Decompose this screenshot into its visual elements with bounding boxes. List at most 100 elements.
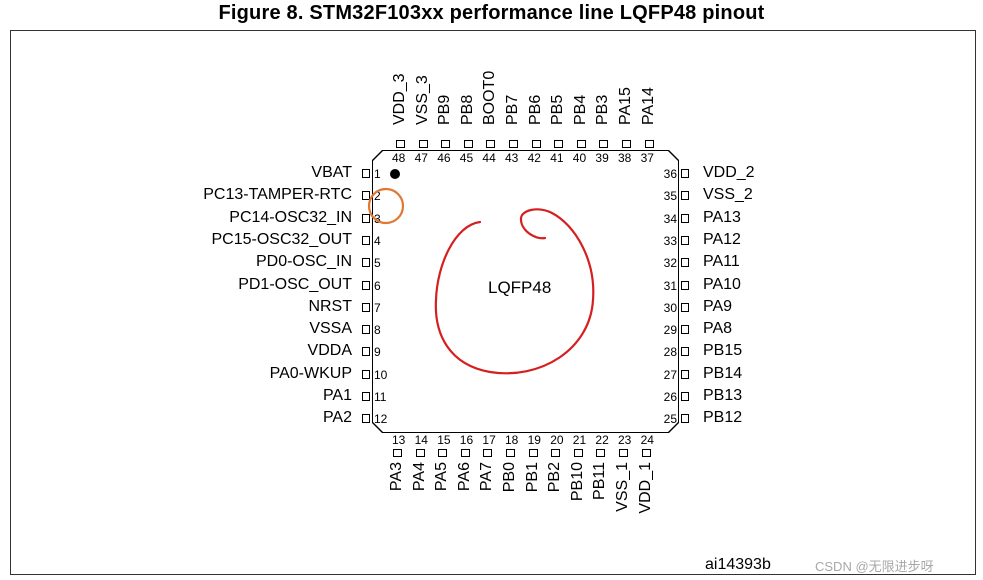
pin-pad xyxy=(362,302,370,312)
pin-number: 19 xyxy=(527,433,541,447)
pin-pad xyxy=(531,140,541,148)
pin-pad xyxy=(415,449,425,457)
pin-pad xyxy=(362,169,370,178)
pin-name: PA11 xyxy=(703,253,740,271)
pin-pad xyxy=(460,449,470,457)
pin-pad xyxy=(681,191,689,201)
pin-number: 17 xyxy=(482,433,496,447)
pin-pad xyxy=(681,414,689,424)
pin-number: 35 xyxy=(663,189,677,204)
pin-name: PD0-OSC_IN xyxy=(255,253,352,271)
pin-name: VDD_2 xyxy=(703,164,755,181)
pin-pad xyxy=(551,449,561,457)
pin-name: VDDA xyxy=(307,342,352,360)
pin-number: 24 xyxy=(640,433,654,447)
pin-pad xyxy=(362,392,370,401)
pin-pad xyxy=(441,140,451,148)
pin-pad xyxy=(362,347,370,357)
figure-frame xyxy=(10,30,976,575)
pin-pad xyxy=(362,414,370,424)
pin-name: VSS_2 xyxy=(703,186,753,204)
pin-number: 33 xyxy=(663,233,677,248)
pin-pad xyxy=(393,449,402,457)
pin-pad xyxy=(681,347,689,357)
pin-number: 14 xyxy=(414,433,428,447)
pin-pad xyxy=(681,325,689,335)
pin-number: 12 xyxy=(374,412,388,427)
pin-number: 4 xyxy=(374,233,381,248)
pin-name: PC13-TAMPER-RTC xyxy=(203,186,352,204)
pin-pad xyxy=(509,140,518,148)
watermark: CSDN @无限进步呀 xyxy=(815,559,934,574)
pin-number: 15 xyxy=(437,433,451,447)
pin-pad xyxy=(506,449,515,457)
pin-pad xyxy=(681,369,689,379)
pin-name: PA2 xyxy=(322,409,352,427)
pin-number: 34 xyxy=(663,211,677,226)
pin-name: PA12 xyxy=(703,230,741,248)
pin-number: 7 xyxy=(374,300,381,315)
pin-name: PC15-OSC32_OUT xyxy=(211,230,353,248)
pin-pad xyxy=(396,140,405,148)
pin-pad xyxy=(418,140,428,148)
pin-pad xyxy=(362,235,370,245)
pin-name: PD1-OSC_OUT xyxy=(238,275,352,293)
pin-pad xyxy=(362,280,370,290)
pin-name: PA0-WKUP xyxy=(269,364,352,382)
pin-number: 44 xyxy=(482,151,496,165)
pin-number: 40 xyxy=(572,151,587,165)
pin-number: 23 xyxy=(618,433,632,447)
pin-pad xyxy=(681,213,689,223)
pin-number: 22 xyxy=(595,433,609,447)
red-scribble-loop xyxy=(434,208,595,375)
pin-pad xyxy=(576,140,586,148)
pin-name: PB15 xyxy=(703,342,743,360)
pin-number: 31 xyxy=(663,278,677,293)
pin-pad xyxy=(622,140,631,148)
pin-pad xyxy=(599,140,609,148)
pin-number: 43 xyxy=(505,151,519,165)
pin-number: 21 xyxy=(572,433,587,447)
pin-pad xyxy=(681,302,689,312)
pin-name: VBAT xyxy=(311,164,352,181)
pin-name: PA9 xyxy=(703,297,733,315)
pin-number: 1 xyxy=(374,167,381,181)
pin-number: 10 xyxy=(374,367,388,382)
pin-pad xyxy=(554,140,564,148)
pin-number: 38 xyxy=(618,151,632,165)
pin-number: 27 xyxy=(663,367,677,382)
pin-name: NRST xyxy=(308,297,352,315)
pin-number: 46 xyxy=(437,151,451,165)
pin-pad xyxy=(463,140,473,148)
chip-body xyxy=(372,150,679,433)
figure-id: ai14393b xyxy=(705,556,771,573)
pin-name: PA8 xyxy=(703,320,733,338)
pin-pad xyxy=(681,235,689,245)
pin-pad xyxy=(528,449,538,457)
pin-number: 26 xyxy=(663,390,677,404)
pin-number: 47 xyxy=(414,151,428,165)
pin-number: 6 xyxy=(374,278,381,293)
pin-pad xyxy=(681,280,689,290)
pin-number: 5 xyxy=(374,256,381,271)
pin-pad xyxy=(362,258,370,268)
pin-name: PC14-OSC32_IN xyxy=(229,208,352,226)
pin-pad xyxy=(438,449,448,457)
pin-number: 18 xyxy=(505,433,519,447)
pin1-marker-dot xyxy=(390,169,400,179)
pin-pad xyxy=(362,191,370,201)
pin-number: 48 xyxy=(392,151,406,165)
pin-name: PA10 xyxy=(703,275,741,293)
pin-number: 11 xyxy=(374,390,387,404)
pin-number: 41 xyxy=(550,151,564,165)
pin-number: 45 xyxy=(459,151,474,165)
pin-pad xyxy=(681,169,689,178)
pin-name: PB13 xyxy=(703,387,743,404)
pin-pad xyxy=(362,325,370,335)
package-label: LQFP48 xyxy=(488,278,552,297)
pin-number: 8 xyxy=(374,323,381,338)
pin-number: 37 xyxy=(640,151,654,165)
pin-number: 16 xyxy=(459,433,474,447)
pin-number: 25 xyxy=(663,412,677,427)
